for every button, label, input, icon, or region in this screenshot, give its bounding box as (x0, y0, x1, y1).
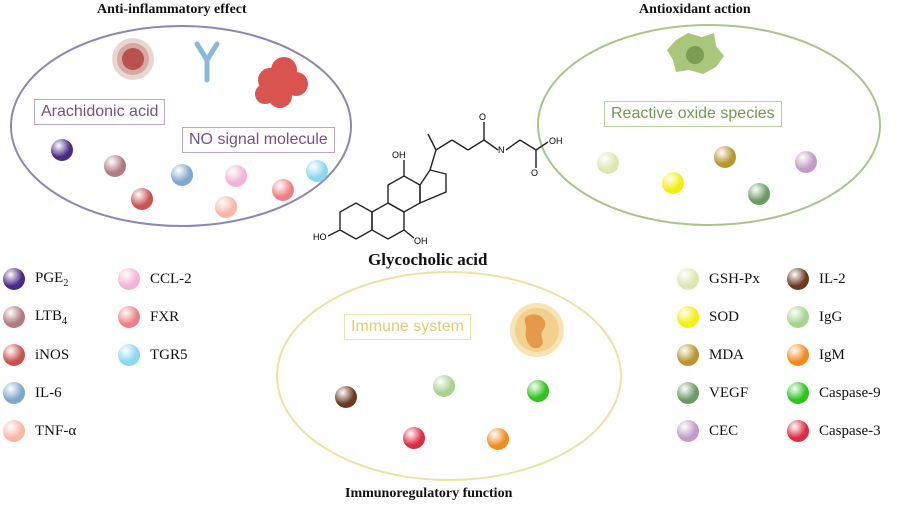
legend-label: GSH-Px (709, 270, 760, 287)
legend-label: TNF-α (35, 422, 77, 439)
legend-tnf: TNF-α (3, 419, 76, 443)
legend-label: IL-6 (35, 384, 62, 401)
immune-cell-icon (510, 303, 564, 357)
legend-label: LTB4 (35, 307, 67, 327)
legend-il2: IL-2 (787, 267, 846, 291)
anti-inflammatory-ellipse (10, 25, 352, 227)
legend-mda: MDA (677, 343, 744, 367)
tissue-clump-icon (255, 57, 308, 108)
legend-swatch (787, 420, 809, 442)
legend-label: CCL-2 (150, 270, 192, 287)
tgr5-dot (306, 160, 328, 182)
legend-swatch (787, 382, 809, 404)
legend-swatch (3, 268, 25, 290)
legend-caspase3: Caspase-3 (787, 419, 881, 443)
sod-dot (662, 172, 684, 194)
il2-dot (335, 386, 357, 408)
caspase3-dot (403, 427, 425, 449)
legend-ltb4: LTB4 (3, 305, 67, 329)
legend-swatch (3, 306, 25, 328)
legend-il6: IL-6 (3, 381, 62, 405)
structure-ho-left: HO (313, 232, 327, 242)
blood-cell-icon (112, 38, 154, 80)
legend-swatch (677, 382, 699, 404)
gsh-px-dot (597, 152, 619, 174)
legend-tgr5: TGR5 (118, 343, 188, 367)
legend-label: IL-2 (819, 270, 846, 287)
legend-label: IgG (819, 308, 843, 325)
inos-dot (131, 188, 153, 210)
compound-name: Glycocholic acid (368, 250, 488, 269)
legend-label: MDA (709, 346, 745, 363)
legend-label: iNOS (35, 346, 70, 363)
legend-swatch (118, 306, 140, 328)
legend-swatch (787, 268, 809, 290)
legend-igg: IgG (787, 305, 842, 329)
legend-swatch (3, 420, 25, 442)
legend-fxr: FXR (118, 305, 179, 329)
legend-label: Caspase-9 (819, 384, 881, 401)
structure-oh-bottom: OH (414, 236, 428, 246)
legend-inos: iNOS (3, 343, 69, 367)
legend-caspase9: Caspase-9 (787, 381, 881, 405)
ltb4-dot (104, 155, 126, 177)
legend-swatch (3, 344, 25, 366)
antioxidant-title: Antioxidant action (639, 2, 751, 17)
legend-swatch (3, 382, 25, 404)
vegf-dot (748, 183, 770, 205)
arachidonic-acid-tag: Arachidonic acid (34, 99, 166, 125)
tnf-dot (215, 196, 237, 218)
cec-dot (795, 151, 817, 173)
legend-swatch (118, 268, 140, 290)
igm-dot (487, 428, 509, 450)
legend-swatch (787, 344, 809, 366)
structure-oh-acid: OH (549, 136, 563, 146)
legend-swatch (118, 344, 140, 366)
legend-label: Caspase-3 (819, 422, 881, 439)
legend-sod: SOD (677, 305, 739, 329)
structure-nh: N (498, 145, 505, 155)
legend-label: FXR (150, 308, 180, 325)
il6-dot (171, 164, 193, 186)
legend-ccl2: CCL-2 (118, 267, 192, 291)
legend-swatch (677, 268, 699, 290)
legend-label: IgM (819, 346, 845, 363)
cancer-cell-icon (667, 33, 724, 74)
legend-gsh-px: GSH-Px (677, 267, 760, 291)
immunoregulatory-ellipse (276, 271, 622, 481)
immunoregulatory-title: Immunoregulatory function (345, 486, 513, 501)
igg-dot (433, 375, 455, 397)
antibody-icon (194, 41, 220, 83)
fxr-dot (272, 179, 294, 201)
caspase9-dot (527, 380, 549, 402)
structure-oh-top: OH (392, 150, 406, 160)
structure-o-acid: O (531, 168, 539, 178)
glycocholic-acid-structure (327, 122, 549, 240)
ccl2-dot (225, 165, 247, 187)
reactive-oxide-species-tag: Reactive oxide species (604, 101, 782, 127)
legend-swatch (787, 306, 809, 328)
legend-swatch (677, 306, 699, 328)
anti-inflammatory-title: Anti-inflammatory effect (97, 2, 247, 17)
legend-vegf: VEGF (677, 381, 748, 405)
legend-igm: IgM (787, 343, 845, 367)
immune-system-tag: Immune system (344, 314, 471, 340)
legend-cec: CEC (677, 419, 738, 443)
legend-swatch (677, 420, 699, 442)
legend-swatch (677, 344, 699, 366)
pge2-dot (51, 139, 73, 161)
no-signal-molecule-tag: NO signal molecule (182, 127, 335, 153)
antioxidant-ellipse (537, 24, 881, 226)
legend-label: PGE2 (35, 269, 69, 289)
legend-label: TGR5 (150, 346, 188, 363)
legend-label: VEGF (709, 384, 749, 401)
mda-dot (714, 146, 736, 168)
legend-pge2: PGE2 (3, 267, 68, 291)
structure-o-carbonyl: O (479, 112, 487, 122)
legend-label: SOD (709, 308, 740, 325)
legend-label: CEC (709, 422, 739, 439)
